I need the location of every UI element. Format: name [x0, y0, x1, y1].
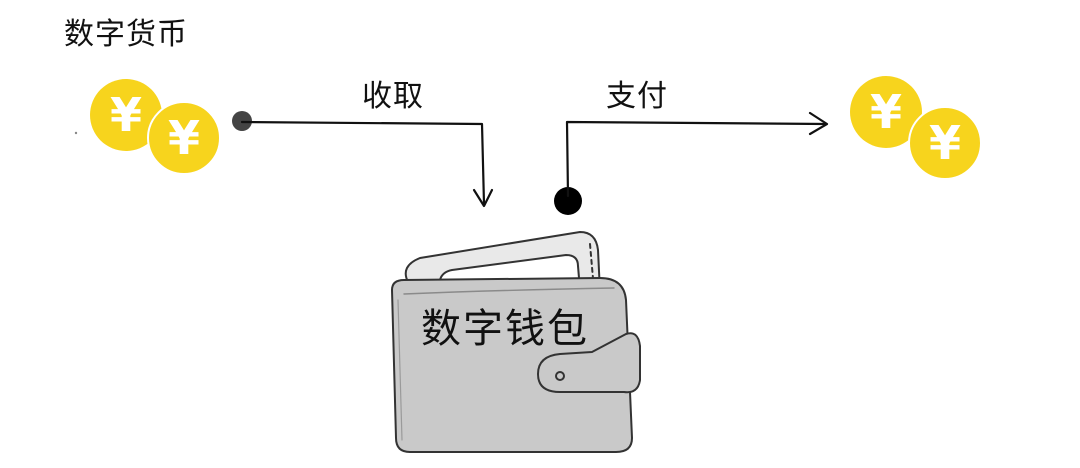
digital-wallet-label: 数字钱包	[421, 306, 589, 352]
start-dot	[554, 187, 582, 215]
receive-line	[240, 120, 486, 206]
pay-label: 支付	[606, 79, 668, 114]
pay-connector	[554, 111, 829, 215]
coin-icon: ¥	[850, 76, 922, 148]
coin-icon: ¥	[90, 79, 162, 151]
speck-mark	[74, 131, 78, 135]
yen-symbol: ¥	[870, 85, 902, 139]
pay-line	[565, 120, 828, 198]
coin-group-right: ¥ ¥	[850, 76, 982, 180]
receive-connector	[232, 111, 494, 208]
arrow-right-icon	[808, 111, 829, 136]
yen-symbol: ¥	[929, 116, 961, 170]
coin-icon: ¥	[147, 101, 221, 175]
yen-symbol: ¥	[168, 111, 200, 165]
digital-currency-label: 数字货币	[64, 17, 188, 52]
receive-label: 收取	[362, 79, 424, 114]
coin-icon: ¥	[908, 106, 982, 180]
arrow-down-icon	[472, 188, 494, 208]
yen-symbol: ¥	[110, 88, 142, 142]
wallet-illustration	[391, 231, 641, 453]
coin-group-left: ¥ ¥	[90, 79, 221, 175]
